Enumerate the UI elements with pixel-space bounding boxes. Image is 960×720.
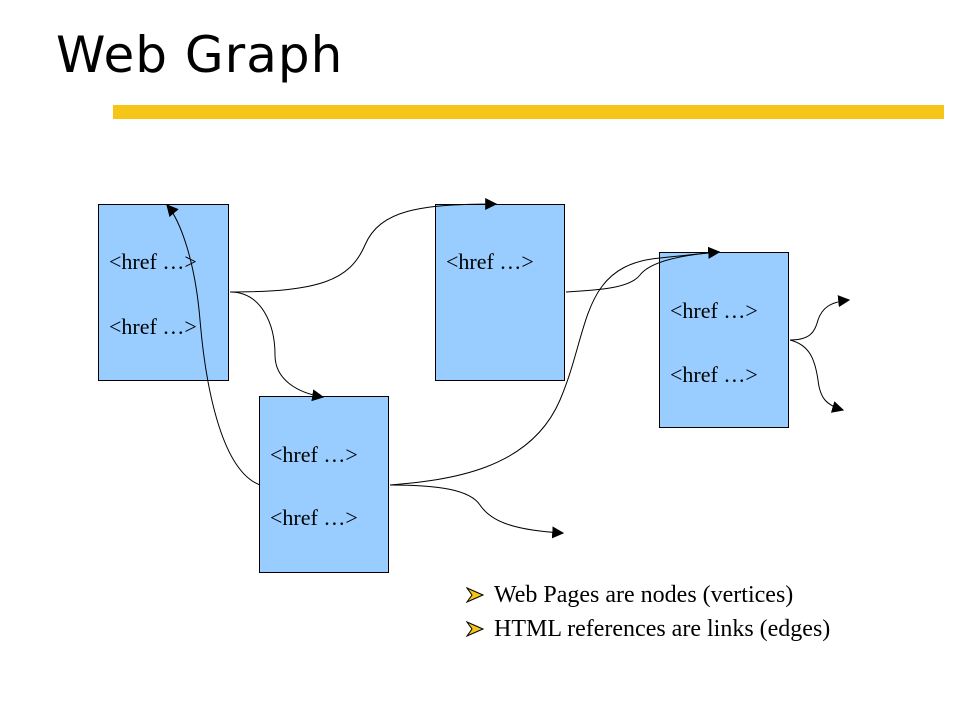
page-c-link-1: <href …> <box>446 249 534 274</box>
bullet-item: HTML references are links (edges) <box>466 612 830 646</box>
edge-a-to-c <box>229 198 498 293</box>
edge-d-out-upper <box>789 295 851 341</box>
page-d <box>659 252 789 428</box>
page-d-link-2: <href …> <box>670 362 758 387</box>
edge-b-to-d <box>389 246 721 486</box>
bullet-text: Web Pages are nodes (vertices) <box>494 582 794 608</box>
page-c <box>435 204 565 381</box>
edge-b-out <box>389 484 565 539</box>
title-underline <box>113 105 944 119</box>
slide-title: Web Graph <box>56 26 344 84</box>
page-b-link-2: <href …> <box>270 505 358 530</box>
page-a-link-2: <href …> <box>109 314 197 339</box>
arrow-bullet-icon <box>466 587 484 603</box>
page-b-link-1: <href …> <box>270 442 358 467</box>
bullet-text: HTML references are links (edges) <box>494 616 831 642</box>
page-a-link-1: <href …> <box>109 249 197 274</box>
edge-c-to-d <box>565 246 721 293</box>
edge-b-to-a <box>166 204 261 486</box>
bullet-item: Web Pages are nodes (vertices) <box>466 578 830 612</box>
bullet-list: Web Pages are nodes (vertices) HTML refe… <box>466 578 830 646</box>
page-a <box>98 204 229 381</box>
arrow-bullet-icon <box>466 621 484 637</box>
edge-a-to-b <box>229 291 325 402</box>
page-d-link-1: <href …> <box>670 298 758 323</box>
edge-d-out-lower <box>789 339 845 413</box>
